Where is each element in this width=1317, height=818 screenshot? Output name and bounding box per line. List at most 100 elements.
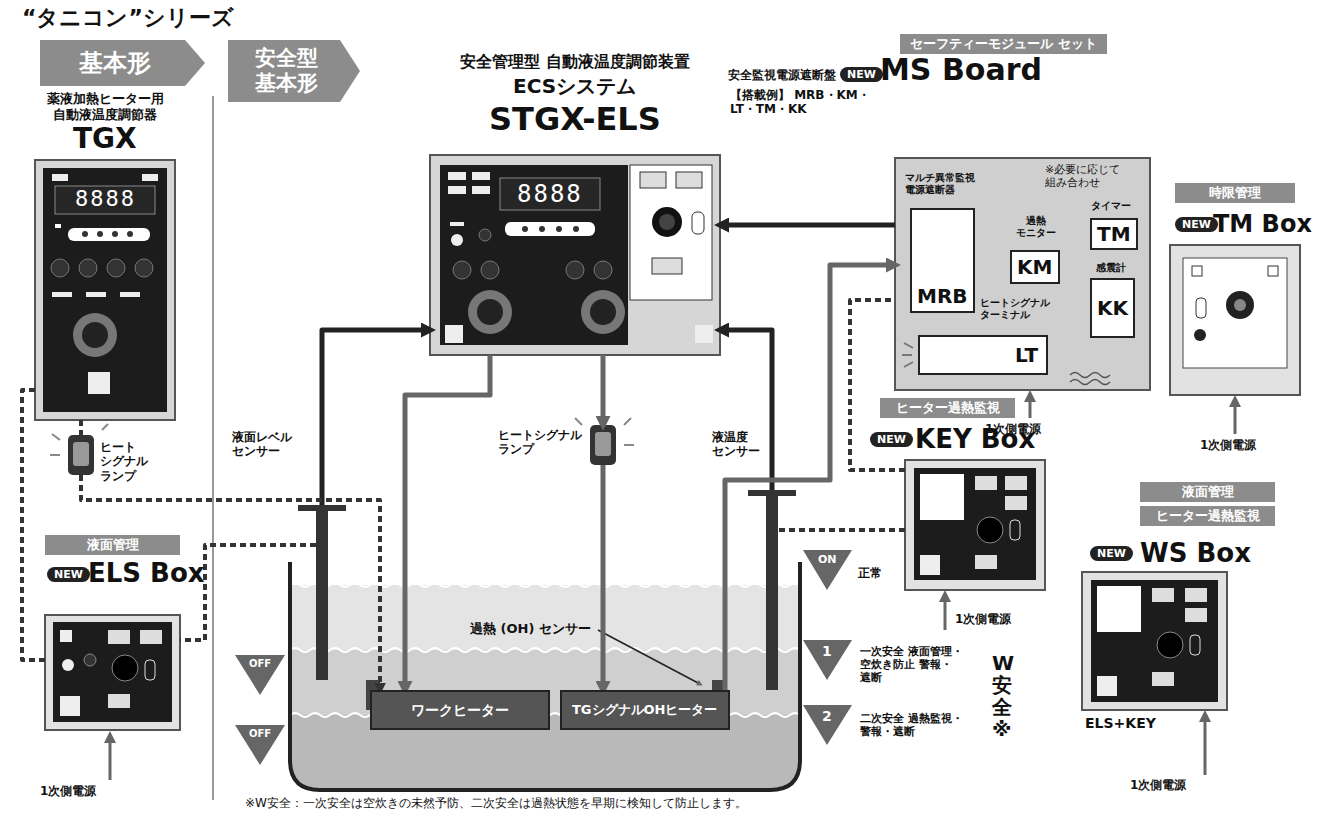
connector	[601, 355, 606, 425]
node-text: 液面レベル センサー	[232, 430, 295, 459]
node-text: 薬液加熱ヒーター用 自動液温度調節器	[45, 91, 165, 122]
power-label: 1次側電源	[40, 784, 96, 798]
connector	[79, 420, 83, 435]
node-text: KM	[1017, 255, 1052, 279]
power-arrow	[110, 396, 1235, 780]
module-box: タイマーTM	[1090, 218, 1138, 250]
heater-box: ワークヒーター	[370, 690, 550, 730]
node-text: LT	[1015, 343, 1038, 367]
option-box: 液面管理ヒーター過熱監視NEWWS BoxELS+KEY	[1082, 572, 1227, 710]
node-text: 液面管理	[1140, 482, 1275, 502]
node-text: 【搭載例】 MRB・KM・LT・TM・KK	[730, 88, 886, 117]
els-box-panel	[45, 615, 180, 730]
connector	[322, 330, 430, 505]
node-text: ELS+KEY	[1085, 715, 1156, 732]
node-text: MRB	[917, 284, 968, 308]
vertical-note: W安全※	[992, 652, 1012, 740]
connector	[720, 330, 772, 490]
power-label: 1次側電源	[1200, 438, 1256, 452]
node-text: KK	[1097, 296, 1128, 320]
tgx-panel	[35, 160, 175, 420]
node-text: タイマー	[1091, 200, 1131, 212]
sensor-rods	[298, 490, 796, 710]
separator	[212, 96, 214, 800]
node-text: MS Board	[880, 52, 1042, 88]
banner-shape	[40, 40, 205, 86]
node-text: 安全型 基本形	[253, 46, 319, 96]
heater-box: TGシグナルOHヒーター	[560, 690, 730, 730]
power-label: 1次側電源	[985, 422, 1041, 436]
node-text: 液面管理	[45, 535, 180, 555]
ws-box-panel	[1082, 572, 1227, 710]
node-text: ヒートシグナル ターミナル	[980, 297, 1053, 321]
level-mark: OFF	[249, 658, 271, 670]
node-text: STGX-ELS	[489, 100, 661, 138]
level-note: 二次安全 過熱監視・警報・遮断	[860, 712, 973, 738]
node-text: 過熱 モニター	[1014, 215, 1057, 239]
connector	[720, 223, 895, 228]
lamp-rays	[902, 343, 913, 367]
liquid	[290, 583, 810, 805]
sensor-rod: 液温度 センサー	[766, 490, 778, 690]
node-text: ECSシステム	[513, 74, 636, 98]
node-text: ヒーター過熱監視	[880, 398, 1015, 418]
connector	[405, 355, 490, 690]
power-label: 1次側電源	[955, 612, 1011, 626]
option-box: 時限管理NEWTM Box	[1170, 245, 1300, 395]
node-text: NEW	[47, 567, 90, 582]
module-board: セーフティーモジュール セット安全監視電源遮断盤NEWMS Board【搭載例】…	[895, 158, 1150, 390]
node-text: ワークヒーター	[411, 702, 509, 719]
level-mark: OFF	[249, 728, 271, 740]
series-banner: 基本形	[40, 40, 190, 86]
module-box: 感震計KK	[1090, 278, 1135, 338]
node-text: ヒーター過熱監視	[1140, 506, 1275, 526]
node-text: TM	[1097, 222, 1131, 246]
wave-line	[290, 583, 810, 587]
node-text: WS Box	[1140, 538, 1251, 569]
node-text: 基本形	[79, 49, 151, 78]
display-digits: 8888	[517, 180, 583, 209]
footnote: ※W安全：一次安全は空炊きの未然予防、二次安全は過熱状態を早期に検知して防止しま…	[245, 796, 747, 810]
tm-box-panel	[1170, 245, 1300, 395]
signal-lamp: ヒートシグナル ランプ	[590, 425, 616, 465]
leader-line	[598, 630, 700, 684]
wave-line	[290, 648, 810, 652]
node-text: ヒート シグナル ランプ	[100, 440, 151, 483]
option-box: 液面管理NEWELS Box	[45, 615, 180, 730]
level-label: 正常	[858, 566, 882, 580]
callout-label: 過熱 (OH) センサー	[470, 621, 591, 637]
key-box-panel	[905, 460, 1045, 590]
display-digits: 8888	[75, 186, 136, 212]
wave-line	[290, 713, 810, 717]
power-label: 1次側電源	[1130, 778, 1186, 792]
sensor-rod: 液面レベル センサー	[316, 505, 328, 680]
node-text: セーフティーモジュール セット	[900, 34, 1107, 54]
node-text: TM Box	[1213, 210, 1312, 239]
banner-shape	[228, 40, 360, 102]
node-text: NEW	[840, 67, 883, 82]
node-text: NEW	[1175, 217, 1218, 232]
signal-lamp: ヒート シグナル ランプ	[68, 435, 94, 475]
node-text: マルチ異常監視 電源遮断器	[905, 172, 978, 196]
connector	[22, 390, 45, 660]
level-marks	[235, 550, 852, 765]
option-box: ヒーター過熱監視NEWKEY Box	[905, 460, 1045, 590]
node-text: ※必要に応じて 組み合わせ	[1045, 163, 1124, 189]
level-mark: ON	[818, 553, 837, 566]
connector	[601, 465, 606, 690]
connector	[778, 528, 905, 532]
connector	[725, 265, 895, 690]
node-text: 安全管理型 自動液温度調節装置	[460, 52, 690, 71]
stgx-panel	[430, 155, 720, 355]
node-text: ヒートシグナル ランプ	[498, 428, 585, 457]
series-banner: 安全型 基本形	[228, 40, 343, 102]
node-text: TGX	[73, 122, 137, 156]
node-text: TGシグナルOHヒーター	[572, 702, 717, 718]
module-box: ヒートシグナル ターミナルLT	[918, 335, 1048, 375]
node-text: ELS Box	[88, 558, 205, 589]
connector	[81, 475, 380, 690]
node-text: 安全監視電源遮断盤	[728, 68, 836, 82]
module-box: 過熱 モニターKM	[1010, 250, 1060, 284]
level-mark: 2	[822, 708, 832, 725]
ms-board-panel	[895, 158, 1150, 390]
